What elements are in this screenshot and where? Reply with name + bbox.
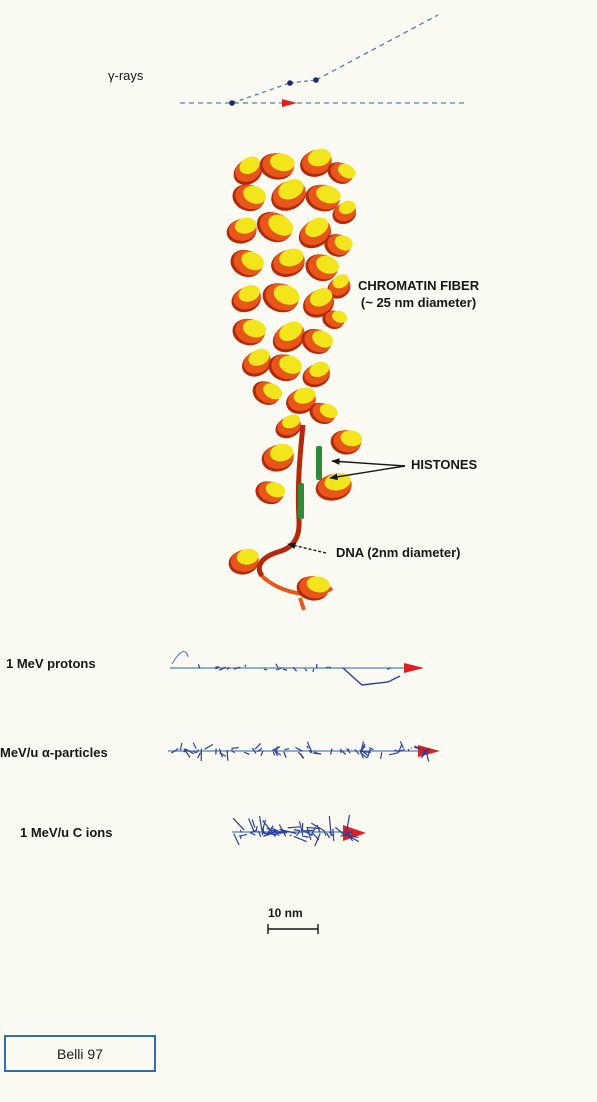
- nucleosome: [228, 282, 266, 316]
- ionization-mark: [264, 669, 267, 670]
- gamma-rays-label: γ-rays: [108, 68, 143, 84]
- nucleosome: [265, 350, 305, 386]
- nucleosome: [229, 180, 269, 216]
- alpha-track-label: MeV/u α-particles: [0, 745, 108, 761]
- ionization-mark: [381, 752, 382, 758]
- ionization-mark: [205, 744, 213, 749]
- ionization-mark: [389, 753, 399, 755]
- chromatin-fiber: [225, 146, 364, 610]
- ionization-mark: [305, 669, 307, 671]
- gamma-interaction-dot: [287, 80, 293, 86]
- ionization-mark: [252, 819, 255, 827]
- nucleosome: [258, 150, 297, 182]
- nucleosome: [329, 427, 364, 457]
- ionization-mark: [232, 748, 239, 749]
- alpha-track: [168, 741, 440, 761]
- gamma-scatter-1: [232, 83, 290, 103]
- carbon-track-label: 1 MeV/u C ions: [20, 825, 112, 841]
- nucleosome: [252, 477, 287, 509]
- ionization-mark: [276, 664, 278, 668]
- chromatin-fiber-label: CHROMATIN FIBER (~ 25 nm diameter): [358, 277, 479, 311]
- ionization-mark: [313, 669, 314, 672]
- ionization-mark: [290, 835, 292, 836]
- ionization-mark: [193, 743, 196, 749]
- alpha-track-arrow: [418, 745, 440, 757]
- ionization-mark: [284, 752, 286, 758]
- histone-bar: [316, 446, 322, 480]
- proton-delta-ray: [172, 652, 188, 664]
- nucleosome: [268, 246, 308, 281]
- ionization-mark: [355, 749, 359, 754]
- label-pointers: [288, 461, 405, 553]
- histone-pointer: [330, 466, 405, 478]
- histone-bar: [298, 483, 304, 519]
- particle-tracks: [168, 652, 440, 847]
- nucleosome: [225, 216, 260, 246]
- ionization-mark: [244, 752, 249, 754]
- nucleosome: [299, 359, 334, 391]
- histone-pointer: [332, 461, 405, 466]
- nucleosome: [266, 175, 311, 216]
- nucleosome: [248, 376, 285, 411]
- ionization-mark: [327, 833, 330, 838]
- scale-bar: [268, 924, 318, 934]
- reference-label: Belli 97: [57, 1046, 103, 1062]
- ionization-mark: [294, 830, 300, 831]
- ionization-mark: [326, 667, 328, 668]
- ionization-mark: [251, 833, 256, 835]
- chromatin-fiber-diameter: (~ 25 nm diameter): [361, 295, 476, 310]
- ionization-mark: [288, 827, 300, 828]
- ionization-mark: [302, 836, 309, 837]
- nucleosome: [259, 442, 296, 474]
- ionization-mark: [198, 753, 201, 759]
- ionization-mark: [312, 833, 319, 840]
- ionization-mark: [255, 743, 261, 749]
- ionization-mark: [283, 669, 287, 670]
- ionization-mark: [333, 829, 334, 841]
- ionization-mark: [233, 818, 244, 830]
- gamma-interaction-dot: [313, 77, 319, 83]
- nucleosome: [227, 547, 262, 577]
- ionization-mark: [234, 834, 239, 845]
- ionization-mark: [273, 752, 274, 755]
- ionization-mark: [227, 750, 228, 761]
- ionization-mark: [239, 834, 247, 836]
- carbon-ion-track: [232, 815, 366, 846]
- nucleosome: [230, 315, 268, 349]
- ionization-mark: [307, 746, 309, 749]
- nucleosome: [258, 278, 302, 317]
- ionization-mark: [272, 747, 280, 751]
- gamma-interaction-dot: [229, 100, 235, 106]
- proton-track-label: 1 MeV protons: [6, 656, 96, 672]
- proton-track: [170, 652, 424, 685]
- ionization-mark: [348, 749, 349, 750]
- histones-label: HISTONES: [411, 457, 477, 473]
- ionization-mark: [313, 753, 321, 754]
- gamma-scatter-2: [290, 80, 316, 83]
- gamma-scatter-3: [316, 15, 438, 80]
- ionization-mark: [300, 753, 303, 758]
- ionization-mark: [315, 833, 320, 846]
- proton-track-arrow: [404, 663, 424, 673]
- ionization-mark: [294, 836, 307, 841]
- ionization-mark: [180, 743, 181, 750]
- gamma-red-arrow: [282, 99, 297, 107]
- dna-label: DNA (2nm diameter): [336, 545, 460, 561]
- ionization-mark: [240, 830, 241, 833]
- reference-box: Belli 97: [4, 1035, 156, 1072]
- nucleosome: [251, 206, 297, 249]
- proton-delta-ray: [343, 668, 400, 685]
- ionization-mark: [249, 818, 255, 832]
- nucleosome: [226, 244, 267, 282]
- ionization-mark: [423, 749, 424, 750]
- ionization-mark: [261, 751, 263, 756]
- chromatin-fiber-title: CHROMATIN FIBER: [358, 278, 479, 293]
- gamma-ray-illustration: [180, 15, 468, 107]
- ionization-mark: [331, 749, 332, 755]
- ionization-mark: [284, 749, 289, 750]
- ionization-mark: [219, 753, 225, 757]
- scale-bar-label: 10 nm: [268, 905, 303, 921]
